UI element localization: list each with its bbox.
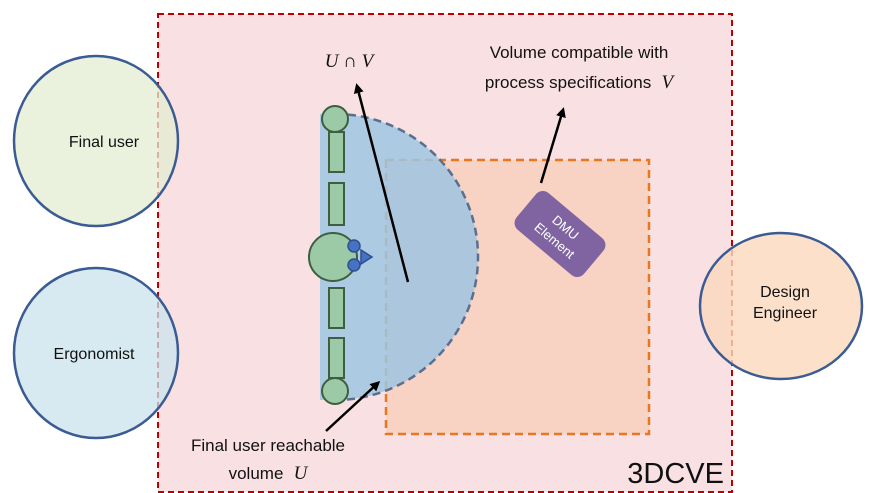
reach-symbol: U (294, 463, 309, 484)
design-engineer-label-line1: Design (760, 284, 810, 301)
ergonomist-label: Ergonomist (54, 346, 135, 363)
mannequin-hand-bottom (321, 377, 349, 405)
reach-label-text: volume (229, 464, 284, 483)
reachable-volume-u (320, 114, 478, 400)
volume-v-label-text: process specifications (485, 73, 651, 92)
mannequin-hand-top (321, 105, 349, 133)
reach-label-line1: Final user reachable (191, 436, 345, 455)
intersection-arrow (353, 83, 410, 283)
mannequin-head (308, 232, 358, 282)
mannequin (308, 105, 358, 405)
mannequin-arm-lower-2 (328, 337, 345, 379)
environment-label: 3DCVE (627, 458, 724, 490)
final-user-circle (12, 54, 180, 228)
reachable-volume-arrow (325, 380, 381, 432)
mannequin-arm-upper-2 (328, 182, 345, 226)
ergonomist-circle (12, 266, 180, 440)
final-user-label: Final user (69, 134, 140, 151)
design-engineer-circle (698, 231, 864, 381)
volume-v-label-line1: Volume compatible with (490, 43, 669, 62)
mannequin-arm-lower-1 (328, 287, 345, 329)
intersection-label: U ∩ V (325, 51, 376, 72)
reachable-volume-boundary (334, 112, 480, 402)
volume-v-symbol: V (661, 72, 675, 93)
mannequin-arm-upper-1 (328, 131, 345, 173)
volume-v-arrow (539, 107, 566, 184)
dmu-element: DMU Element (514, 191, 606, 277)
reach-label-line2: volume U (229, 463, 309, 484)
volume-v-label-line2: process specifications V (485, 72, 676, 93)
mannequin-eyes (347, 239, 374, 272)
design-engineer-label-line2: Engineer (753, 305, 818, 322)
